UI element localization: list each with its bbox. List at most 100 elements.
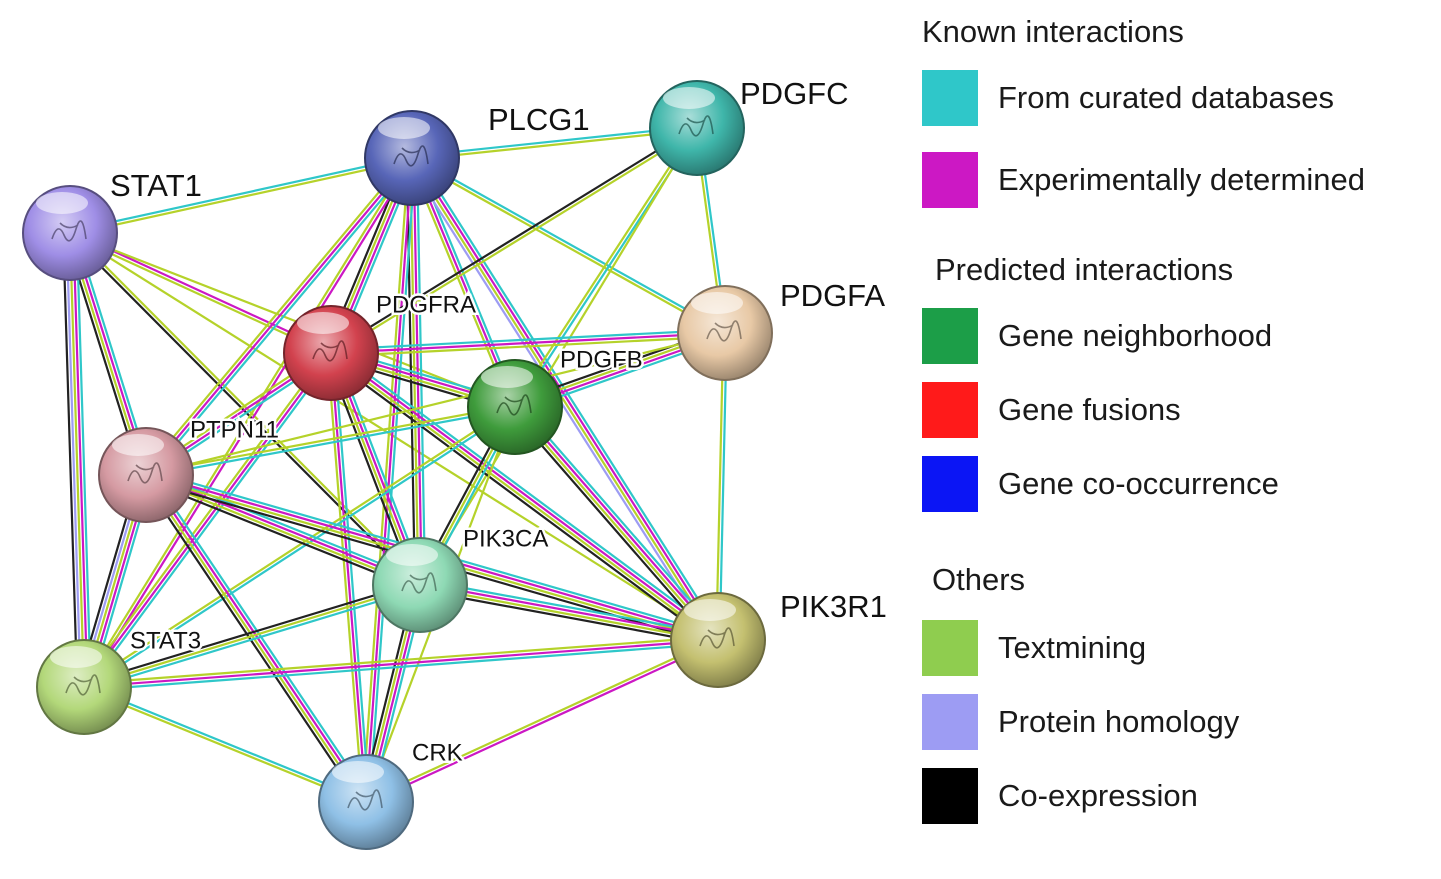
edge-line-textmining: [331, 128, 699, 356]
legend-item-cooccurrence: Gene co-occurrence: [922, 456, 1279, 512]
node-label-pik3ca: PIK3CA: [463, 525, 548, 552]
edge-line-experimental: [412, 157, 423, 585]
fusion-swatch: [922, 382, 978, 438]
edge-line-curated: [518, 402, 723, 638]
node-pik3ca[interactable]: [372, 537, 468, 633]
node-label-stat1: STAT1: [110, 168, 202, 203]
interaction-pik3ca-pik3r1: [418, 578, 720, 647]
edge-line-textmining: [68, 232, 86, 688]
legend-item-fusion: Gene fusions: [922, 382, 1181, 438]
edge-line-textmining: [142, 155, 411, 474]
node-pik3r1[interactable]: [670, 592, 766, 688]
interaction-stat1-pik3r1: [69, 232, 719, 641]
edge-line-coexpression: [327, 356, 716, 645]
legend-heading-predicted: Predicted interactions: [935, 252, 1234, 287]
edge-line-curated: [84, 642, 719, 692]
edge-line-curated: [412, 155, 727, 333]
edge-line-curated: [85, 354, 335, 690]
edge-line-textmining: [81, 156, 412, 687]
node-label-crk: CRK: [412, 739, 463, 766]
node-plcg1[interactable]: [364, 110, 460, 206]
edge-line-textmining: [329, 353, 718, 643]
protein-structure-icon: [51, 220, 87, 242]
interaction-pdgfa-ptpn11: [145, 331, 726, 477]
edge-line-experimental: [72, 232, 89, 687]
node-label-pdgfa: PDGFA: [780, 278, 885, 313]
interaction-pdgfa-pik3r1: [715, 332, 728, 641]
edge-line-coexpression: [510, 409, 715, 645]
node-highlight: [50, 646, 102, 668]
edge-line-curated: [147, 469, 423, 582]
protein-structure-icon: [312, 340, 348, 362]
node-highlight: [332, 761, 384, 783]
edge-line-experimental: [330, 331, 726, 355]
edge-line-curated: [330, 328, 725, 351]
protein-structure-icon: [496, 394, 532, 416]
edge-line-textmining: [409, 158, 718, 642]
interaction-stat1-stat3: [62, 232, 92, 688]
edge-line-curated: [69, 155, 412, 233]
node-label-stat3: STAT3: [130, 627, 201, 654]
edge-line-coexpression: [418, 588, 718, 647]
interaction-plcg1-stat3: [81, 156, 415, 689]
node-label-pdgfra: PDGFRA: [376, 291, 476, 318]
edge-line-textmining: [145, 331, 726, 477]
node-crk[interactable]: [318, 754, 414, 850]
interaction-ptpn11-pik3ca: [143, 469, 423, 591]
node-highlight: [112, 434, 164, 456]
node-ptpn11[interactable]: [98, 427, 194, 523]
node-highlight: [481, 366, 533, 388]
protein-structure-icon: [393, 145, 429, 167]
interaction-pdgfb-pik3r1: [510, 402, 723, 645]
interaction-pdgfra-pdgfa: [330, 328, 726, 358]
node-pdgfa[interactable]: [677, 285, 773, 381]
node-pdgfra[interactable]: [283, 305, 379, 401]
interaction-stat1-plcg1: [69, 155, 413, 236]
edge-line-curated: [84, 407, 517, 690]
legend-label-textmining: Textmining: [998, 630, 1147, 665]
edge-line-textmining: [83, 635, 718, 685]
edge-line-textmining: [82, 404, 515, 687]
node-label-pik3r1: PIK3R1: [780, 589, 887, 624]
edge-line-textmining: [331, 335, 726, 358]
cooccurrence-swatch: [922, 456, 978, 512]
edge-line-textmining: [410, 158, 725, 336]
edge-line-textmining: [82, 687, 366, 805]
edge-line-experimental: [515, 405, 721, 640]
node-highlight: [297, 312, 349, 334]
protein-nodes: [22, 80, 773, 850]
interaction-plcg1-ptpn11: [142, 155, 416, 478]
legend-heading-others: Others: [932, 562, 1026, 597]
homology-swatch: [922, 694, 978, 750]
edge-line-coexpression: [329, 125, 697, 353]
interaction-stat3-crk: [82, 684, 368, 805]
node-stat3[interactable]: [36, 639, 132, 735]
interaction-pik3r1-crk: [364, 637, 720, 805]
interaction-pdgfra-stat3: [80, 350, 335, 690]
edge-line-experimental: [83, 352, 332, 688]
edge-line-curated: [420, 578, 720, 637]
node-pdgfb[interactable]: [467, 359, 563, 455]
interaction-plcg1-pdgfa: [410, 155, 727, 336]
node-pdgfc[interactable]: [649, 80, 745, 176]
legend-item-textmining: Textmining: [922, 620, 1146, 676]
coexpression-swatch: [922, 768, 978, 824]
node-stat1[interactable]: [22, 185, 118, 281]
edge-line-textmining: [83, 583, 421, 689]
edge-line-experimental: [145, 157, 413, 476]
edge-line-curated: [368, 158, 417, 803]
node-label-pdgfc: PDGFC: [740, 76, 849, 111]
legend-item-coexpression: Co-expression: [922, 768, 1198, 824]
edge-line-textmining: [69, 232, 719, 641]
edge-line-textmining: [512, 407, 718, 642]
legend-item-homology: Protein homology: [922, 694, 1239, 750]
protein-structure-icon: [678, 115, 714, 137]
protein-structure-icon: [347, 789, 383, 811]
edge-line-experimental: [331, 350, 720, 640]
edge-line-coexpression: [82, 580, 420, 685]
interaction-pdgfb-stat3: [82, 404, 517, 690]
node-highlight: [691, 292, 743, 314]
legend-item-experimental: Experimentally determined: [922, 152, 1365, 208]
protein-structure-icon: [699, 627, 735, 649]
node-highlight: [36, 192, 88, 214]
